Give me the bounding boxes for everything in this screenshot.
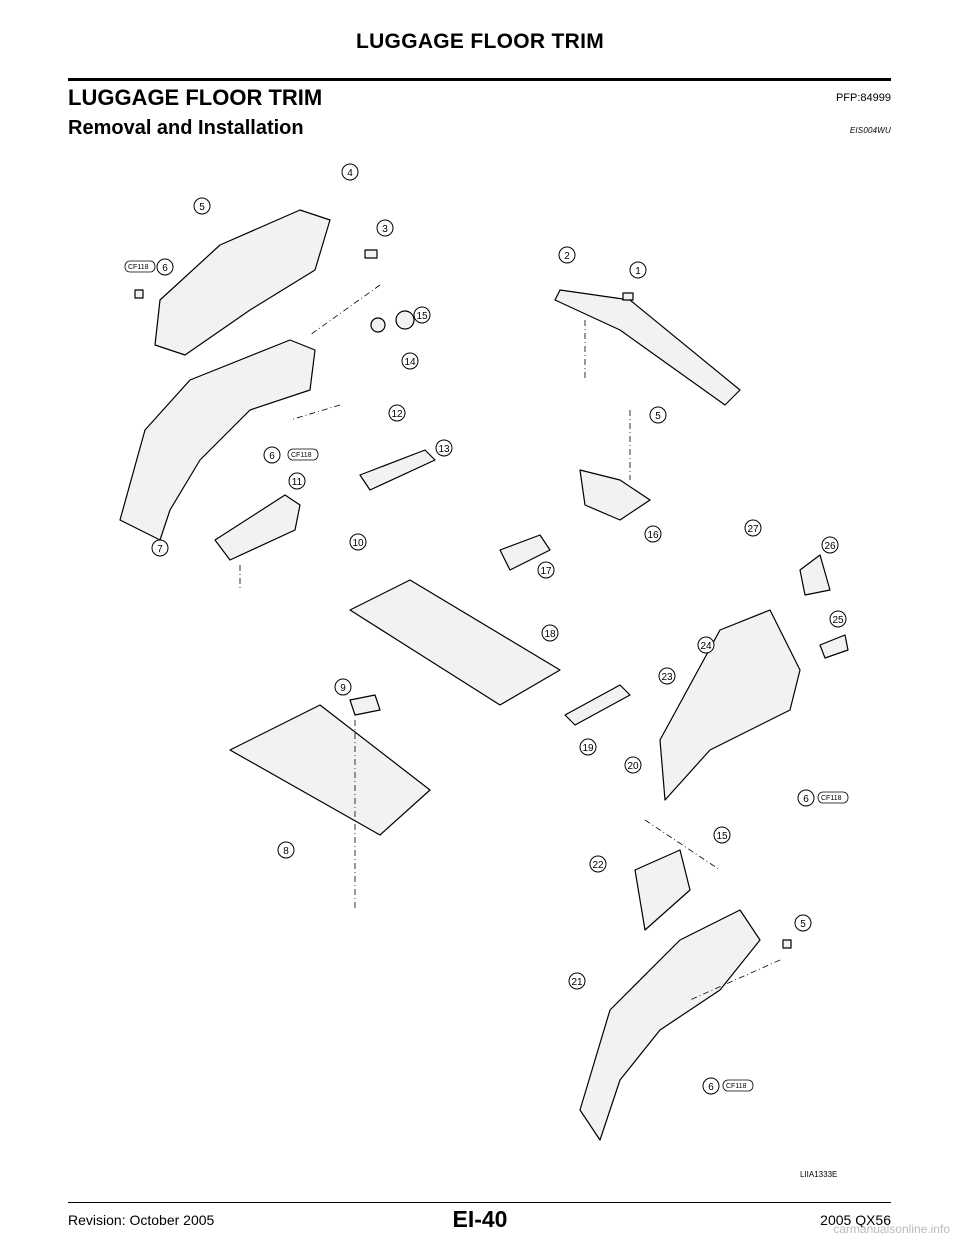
page-number: EI-40 bbox=[452, 1206, 508, 1232]
callout-24: 24 bbox=[700, 641, 712, 652]
revision-date: Revision: October 2005 bbox=[68, 1212, 215, 1228]
part-side-trim-right bbox=[659, 609, 801, 801]
callout-5: 5 bbox=[199, 202, 205, 213]
callout-2: 2 bbox=[564, 251, 570, 262]
callout-20: 20 bbox=[627, 761, 639, 772]
clip-code-label: CF118 bbox=[128, 264, 149, 271]
callout-8: 8 bbox=[283, 846, 289, 857]
pfp-code: PFP:84999 bbox=[835, 92, 891, 104]
callout-6b: 6 bbox=[269, 451, 275, 462]
callout-18: 18 bbox=[544, 629, 556, 640]
subsection-title: Removal and Installation bbox=[68, 117, 304, 139]
callout-25: 25 bbox=[832, 615, 844, 626]
figure-code: LIIA1333E bbox=[800, 1170, 838, 1179]
part-bracket-11 bbox=[214, 494, 301, 561]
callout-17: 17 bbox=[540, 566, 552, 577]
part-floor-box-18 bbox=[349, 579, 561, 706]
callout-23: 23 bbox=[661, 672, 673, 683]
callout-26: 26 bbox=[824, 541, 836, 552]
clip-code-label: CF118 bbox=[291, 452, 312, 459]
part-cover-26 bbox=[799, 554, 831, 596]
part-handle-9 bbox=[349, 694, 381, 716]
callout-14: 14 bbox=[404, 357, 416, 368]
callout-5c: 5 bbox=[800, 919, 806, 930]
callout-6c: 6 bbox=[803, 794, 809, 805]
part-bracket-13 bbox=[359, 449, 436, 491]
callout-4: 4 bbox=[347, 168, 353, 179]
callout-12: 12 bbox=[391, 409, 403, 420]
callout-3: 3 bbox=[382, 224, 388, 235]
part-side-trim-left bbox=[119, 339, 316, 541]
part-grille-22 bbox=[634, 849, 691, 931]
callout-5b: 5 bbox=[655, 411, 661, 422]
callout-15b: 15 bbox=[716, 831, 728, 842]
part-bracket-25 bbox=[819, 634, 849, 659]
callout-21: 21 bbox=[571, 977, 583, 988]
part-bracket-16 bbox=[579, 469, 651, 521]
exploded-parts-diagram: 4 5 3 6 2 1 15 14 12 13 5 6 11 10 7 16 1… bbox=[119, 163, 849, 1141]
part-floor-board-8 bbox=[229, 704, 431, 836]
callout-19: 19 bbox=[582, 743, 594, 754]
callout-9: 9 bbox=[340, 683, 346, 694]
eis-code: EIS004WU bbox=[849, 126, 891, 135]
callout-13: 13 bbox=[438, 444, 450, 455]
header-rule bbox=[68, 78, 891, 81]
clip-code-label: CF118 bbox=[821, 795, 842, 802]
running-header: LUGGAGE FLOOR TRIM bbox=[355, 30, 605, 53]
callout-6: 6 bbox=[162, 263, 168, 274]
callout-11: 11 bbox=[292, 477, 303, 488]
callout-16: 16 bbox=[647, 530, 659, 541]
callout-22: 22 bbox=[592, 860, 604, 871]
part-upper-side-trim bbox=[154, 209, 331, 356]
callout-6d: 6 bbox=[708, 1082, 714, 1093]
callout-1: 1 bbox=[635, 266, 641, 277]
part-bracket-17 bbox=[499, 534, 551, 571]
callout-27: 27 bbox=[747, 524, 759, 535]
callout-15: 15 bbox=[416, 311, 428, 322]
model-year: 2005 QX56 bbox=[820, 1212, 891, 1228]
callout-7: 7 bbox=[157, 544, 163, 555]
part-lower-side-trim bbox=[579, 909, 761, 1141]
section-title: LUGGAGE FLOOR TRIM bbox=[68, 85, 323, 110]
part-bracket-19 bbox=[564, 684, 631, 726]
callout-10: 10 bbox=[352, 538, 364, 549]
part-garnish-2 bbox=[554, 289, 741, 406]
watermark: carmanualsonline.info bbox=[833, 1222, 950, 1236]
clip-code-label: CF118 bbox=[726, 1083, 747, 1090]
footer-rule bbox=[68, 1202, 891, 1203]
